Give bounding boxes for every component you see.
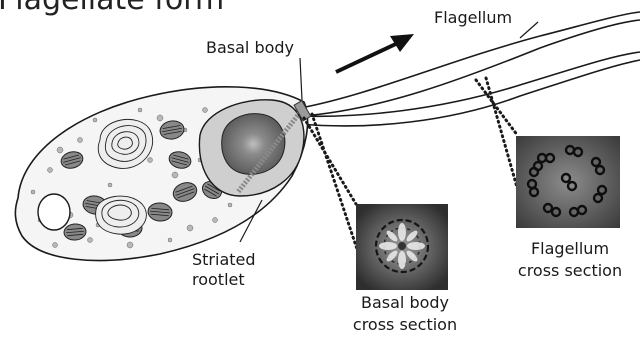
vacuole: [38, 194, 70, 230]
label-flagellum-cross-section: Flagellum cross section: [508, 238, 632, 282]
label-striated-rootlet-line1: Striated: [192, 250, 256, 270]
label-striated-rootlet-line2: rootlet: [192, 270, 256, 290]
flagella: [300, 12, 640, 126]
direction-arrow: [336, 34, 414, 72]
label-basal-cross-line1: Basal body: [340, 292, 470, 314]
label-basal-cross-line2: cross section: [340, 314, 470, 336]
label-flag-cross-line2: cross section: [508, 260, 632, 282]
label-basal-cross-section: Basal body cross section: [340, 292, 470, 336]
flagellum-micrograph: [516, 136, 620, 228]
label-flagellum: Flagellum: [434, 8, 512, 28]
membrane-whorl-lower: [96, 196, 147, 234]
label-flag-cross-line1: Flagellum: [508, 238, 632, 260]
label-basal-body: Basal body: [206, 38, 294, 58]
label-striated-rootlet: Striated rootlet: [192, 250, 256, 290]
basal-body-micrograph: [356, 204, 448, 290]
